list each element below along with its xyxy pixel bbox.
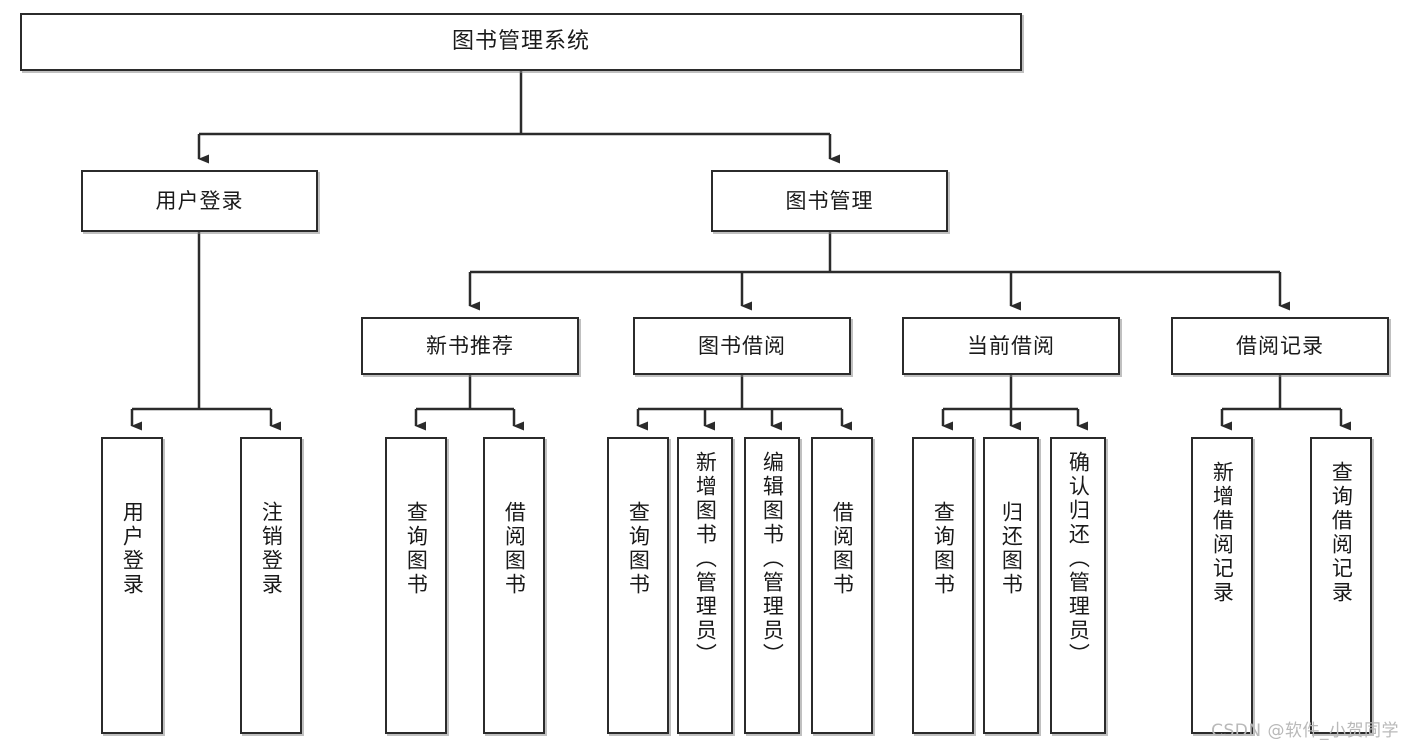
csdn-watermark: CSDN @软件_小贺同学 xyxy=(1211,721,1399,741)
node-leaf-add-book-label: 新增图书（管理员） xyxy=(693,451,718,667)
node-leaf-query-book-1[interactable]: 查询图书 xyxy=(385,437,447,734)
edges-book-borrow-to-leaves xyxy=(636,375,852,431)
node-leaf-add-book[interactable]: 新增图书（管理员） xyxy=(677,437,733,734)
node-user-login-label: 用户登录 xyxy=(155,188,244,213)
node-leaf-add-record[interactable]: 新增借阅记录 xyxy=(1191,437,1253,734)
node-leaf-borrow-book-1-label: 借阅图书 xyxy=(502,501,527,597)
node-new-book-recommend[interactable]: 新书推荐 xyxy=(361,317,579,375)
node-leaf-borrow-book-2[interactable]: 借阅图书 xyxy=(811,437,873,734)
node-book-management[interactable]: 图书管理 xyxy=(711,170,948,232)
edges-borrow-records-to-leaves xyxy=(1220,375,1351,431)
node-user-login[interactable]: 用户登录 xyxy=(81,170,318,232)
node-root[interactable]: 图书管理系统 xyxy=(20,13,1022,71)
node-leaf-query-book-3-label: 查询图书 xyxy=(931,501,956,597)
edges-book-management-to-level2 xyxy=(468,232,1290,311)
edges-current-borrow-to-leaves xyxy=(941,375,1088,431)
node-borrow-records-label: 借阅记录 xyxy=(1236,333,1324,358)
node-leaf-return-book[interactable]: 归还图书 xyxy=(983,437,1039,734)
edges-new-book-recommend-to-leaves xyxy=(414,375,524,431)
node-leaf-edit-book[interactable]: 编辑图书（管理员） xyxy=(744,437,800,734)
node-root-label: 图书管理系统 xyxy=(451,29,590,55)
node-leaf-confirm-return[interactable]: 确认归还（管理员） xyxy=(1050,437,1106,734)
node-leaf-query-book-3[interactable]: 查询图书 xyxy=(912,437,974,734)
node-book-borrow[interactable]: 图书借阅 xyxy=(633,317,851,375)
node-leaf-borrow-book-2-label: 借阅图书 xyxy=(830,501,855,597)
node-leaf-user-login-label: 用户登录 xyxy=(120,501,145,597)
node-leaf-query-book-2[interactable]: 查询图书 xyxy=(607,437,669,734)
node-leaf-return-book-label: 归还图书 xyxy=(999,501,1024,597)
node-leaf-borrow-book-1[interactable]: 借阅图书 xyxy=(483,437,545,734)
node-book-management-label: 图书管理 xyxy=(785,188,874,213)
node-leaf-confirm-return-label: 确认归还（管理员） xyxy=(1066,451,1091,667)
node-borrow-records[interactable]: 借阅记录 xyxy=(1171,317,1389,375)
edges-root-to-level1 xyxy=(197,71,840,164)
node-leaf-query-record[interactable]: 查询借阅记录 xyxy=(1310,437,1372,734)
edges-user-login-to-leaves xyxy=(130,232,281,431)
node-new-book-recommend-label: 新书推荐 xyxy=(426,333,514,358)
node-current-borrow[interactable]: 当前借阅 xyxy=(902,317,1120,375)
node-current-borrow-label: 当前借阅 xyxy=(967,333,1055,358)
node-leaf-add-record-label: 新增借阅记录 xyxy=(1210,461,1235,605)
node-leaf-query-record-label: 查询借阅记录 xyxy=(1329,461,1354,605)
node-leaf-logout[interactable]: 注销登录 xyxy=(240,437,302,734)
node-leaf-query-book-2-label: 查询图书 xyxy=(626,501,651,597)
node-leaf-edit-book-label: 编辑图书（管理员） xyxy=(760,451,785,667)
node-leaf-user-login[interactable]: 用户登录 xyxy=(101,437,163,734)
node-book-borrow-label: 图书借阅 xyxy=(698,333,786,358)
node-leaf-query-book-1-label: 查询图书 xyxy=(404,501,429,597)
node-leaf-logout-label: 注销登录 xyxy=(259,501,284,597)
